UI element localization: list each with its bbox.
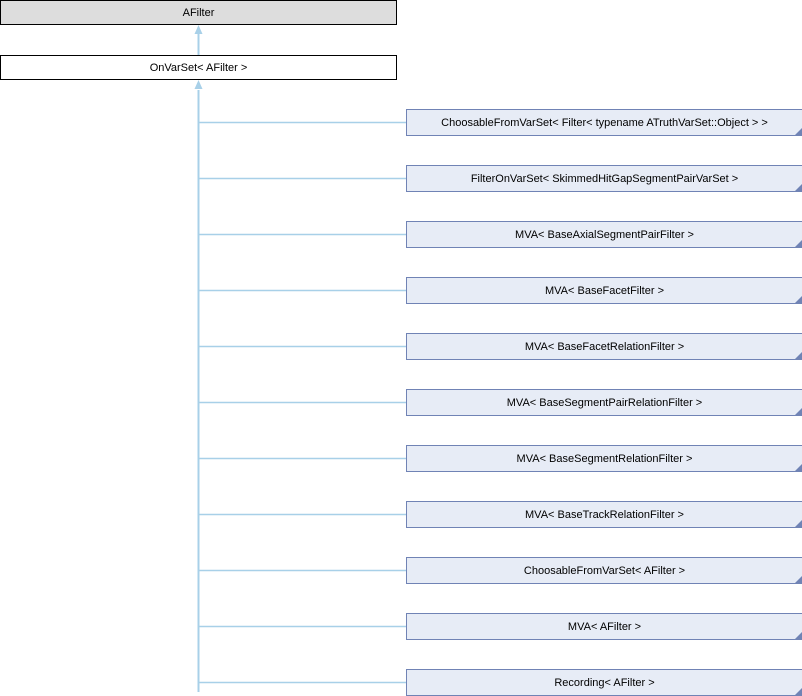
- class-node-label: MVA< BaseFacetRelationFilter >: [524, 340, 685, 353]
- class-node-choosablefromvarset-afilter[interactable]: ChoosableFromVarSet< AFilter >: [406, 557, 802, 584]
- class-node-filteronvarset-skimmedhitgapsegmentpairvarset[interactable]: FilterOnVarSet< SkimmedHitGapSegmentPair…: [406, 165, 802, 192]
- truncation-corner-icon: [794, 463, 802, 472]
- class-node-label: ChoosableFromVarSet< AFilter >: [523, 564, 686, 577]
- class-node-label: MVA< BaseAxialSegmentPairFilter >: [515, 228, 694, 241]
- class-node-mva-basefacetfilter[interactable]: MVA< BaseFacetFilter >: [406, 277, 802, 304]
- truncation-corner-icon: [794, 519, 802, 528]
- class-node-mva-basetrackrelationfilter[interactable]: MVA< BaseTrackRelationFilter >: [406, 501, 802, 528]
- truncation-corner-icon: [794, 575, 802, 584]
- truncation-corner-icon: [794, 239, 802, 248]
- class-node-mva-baseaxialsegmentpairfilter[interactable]: MVA< BaseAxialSegmentPairFilter >: [406, 221, 802, 248]
- truncation-corner-icon: [794, 127, 802, 136]
- class-node-mva-basesegmentpairrelationfilter[interactable]: MVA< BaseSegmentPairRelationFilter >: [406, 389, 802, 416]
- arrowhead-up-intermediate: [194, 80, 203, 89]
- class-node-afilter[interactable]: AFilter: [0, 0, 397, 25]
- truncation-corner-icon: [794, 351, 802, 360]
- class-node-label: MVA< AFilter >: [567, 620, 642, 633]
- class-node-choosablefromvarset-filter-atruthvarset-object[interactable]: ChoosableFromVarSet< Filter< typename AT…: [406, 109, 802, 136]
- class-node-label: MVA< BaseFacetFilter >: [544, 284, 664, 297]
- class-node-label: Recording< AFilter >: [554, 676, 655, 689]
- class-node-onvarset-afilter[interactable]: OnVarSet< AFilter >: [0, 55, 397, 80]
- class-node-label: MVA< BaseSegmentRelationFilter >: [516, 452, 693, 465]
- class-node-label: OnVarSet< AFilter >: [149, 61, 248, 74]
- class-node-label: MVA< BaseSegmentPairRelationFilter >: [506, 396, 703, 409]
- class-node-mva-afilter[interactable]: MVA< AFilter >: [406, 613, 802, 640]
- truncation-corner-icon: [794, 407, 802, 416]
- class-node-mva-basefacetrelationfilter[interactable]: MVA< BaseFacetRelationFilter >: [406, 333, 802, 360]
- arrowhead-up-root: [194, 25, 203, 34]
- truncation-corner-icon: [794, 295, 802, 304]
- truncation-corner-icon: [794, 631, 802, 640]
- class-node-label: ChoosableFromVarSet< Filter< typename AT…: [441, 116, 768, 129]
- class-node-recording-afilter[interactable]: Recording< AFilter >: [406, 669, 802, 696]
- class-node-label: AFilter: [182, 6, 215, 19]
- class-node-label: MVA< BaseTrackRelationFilter >: [525, 508, 684, 521]
- class-node-mva-basesegmentrelationfilter[interactable]: MVA< BaseSegmentRelationFilter >: [406, 445, 802, 472]
- truncation-corner-icon: [794, 183, 802, 192]
- truncation-corner-icon: [794, 687, 802, 696]
- class-node-label: FilterOnVarSet< SkimmedHitGapSegmentPair…: [470, 172, 739, 185]
